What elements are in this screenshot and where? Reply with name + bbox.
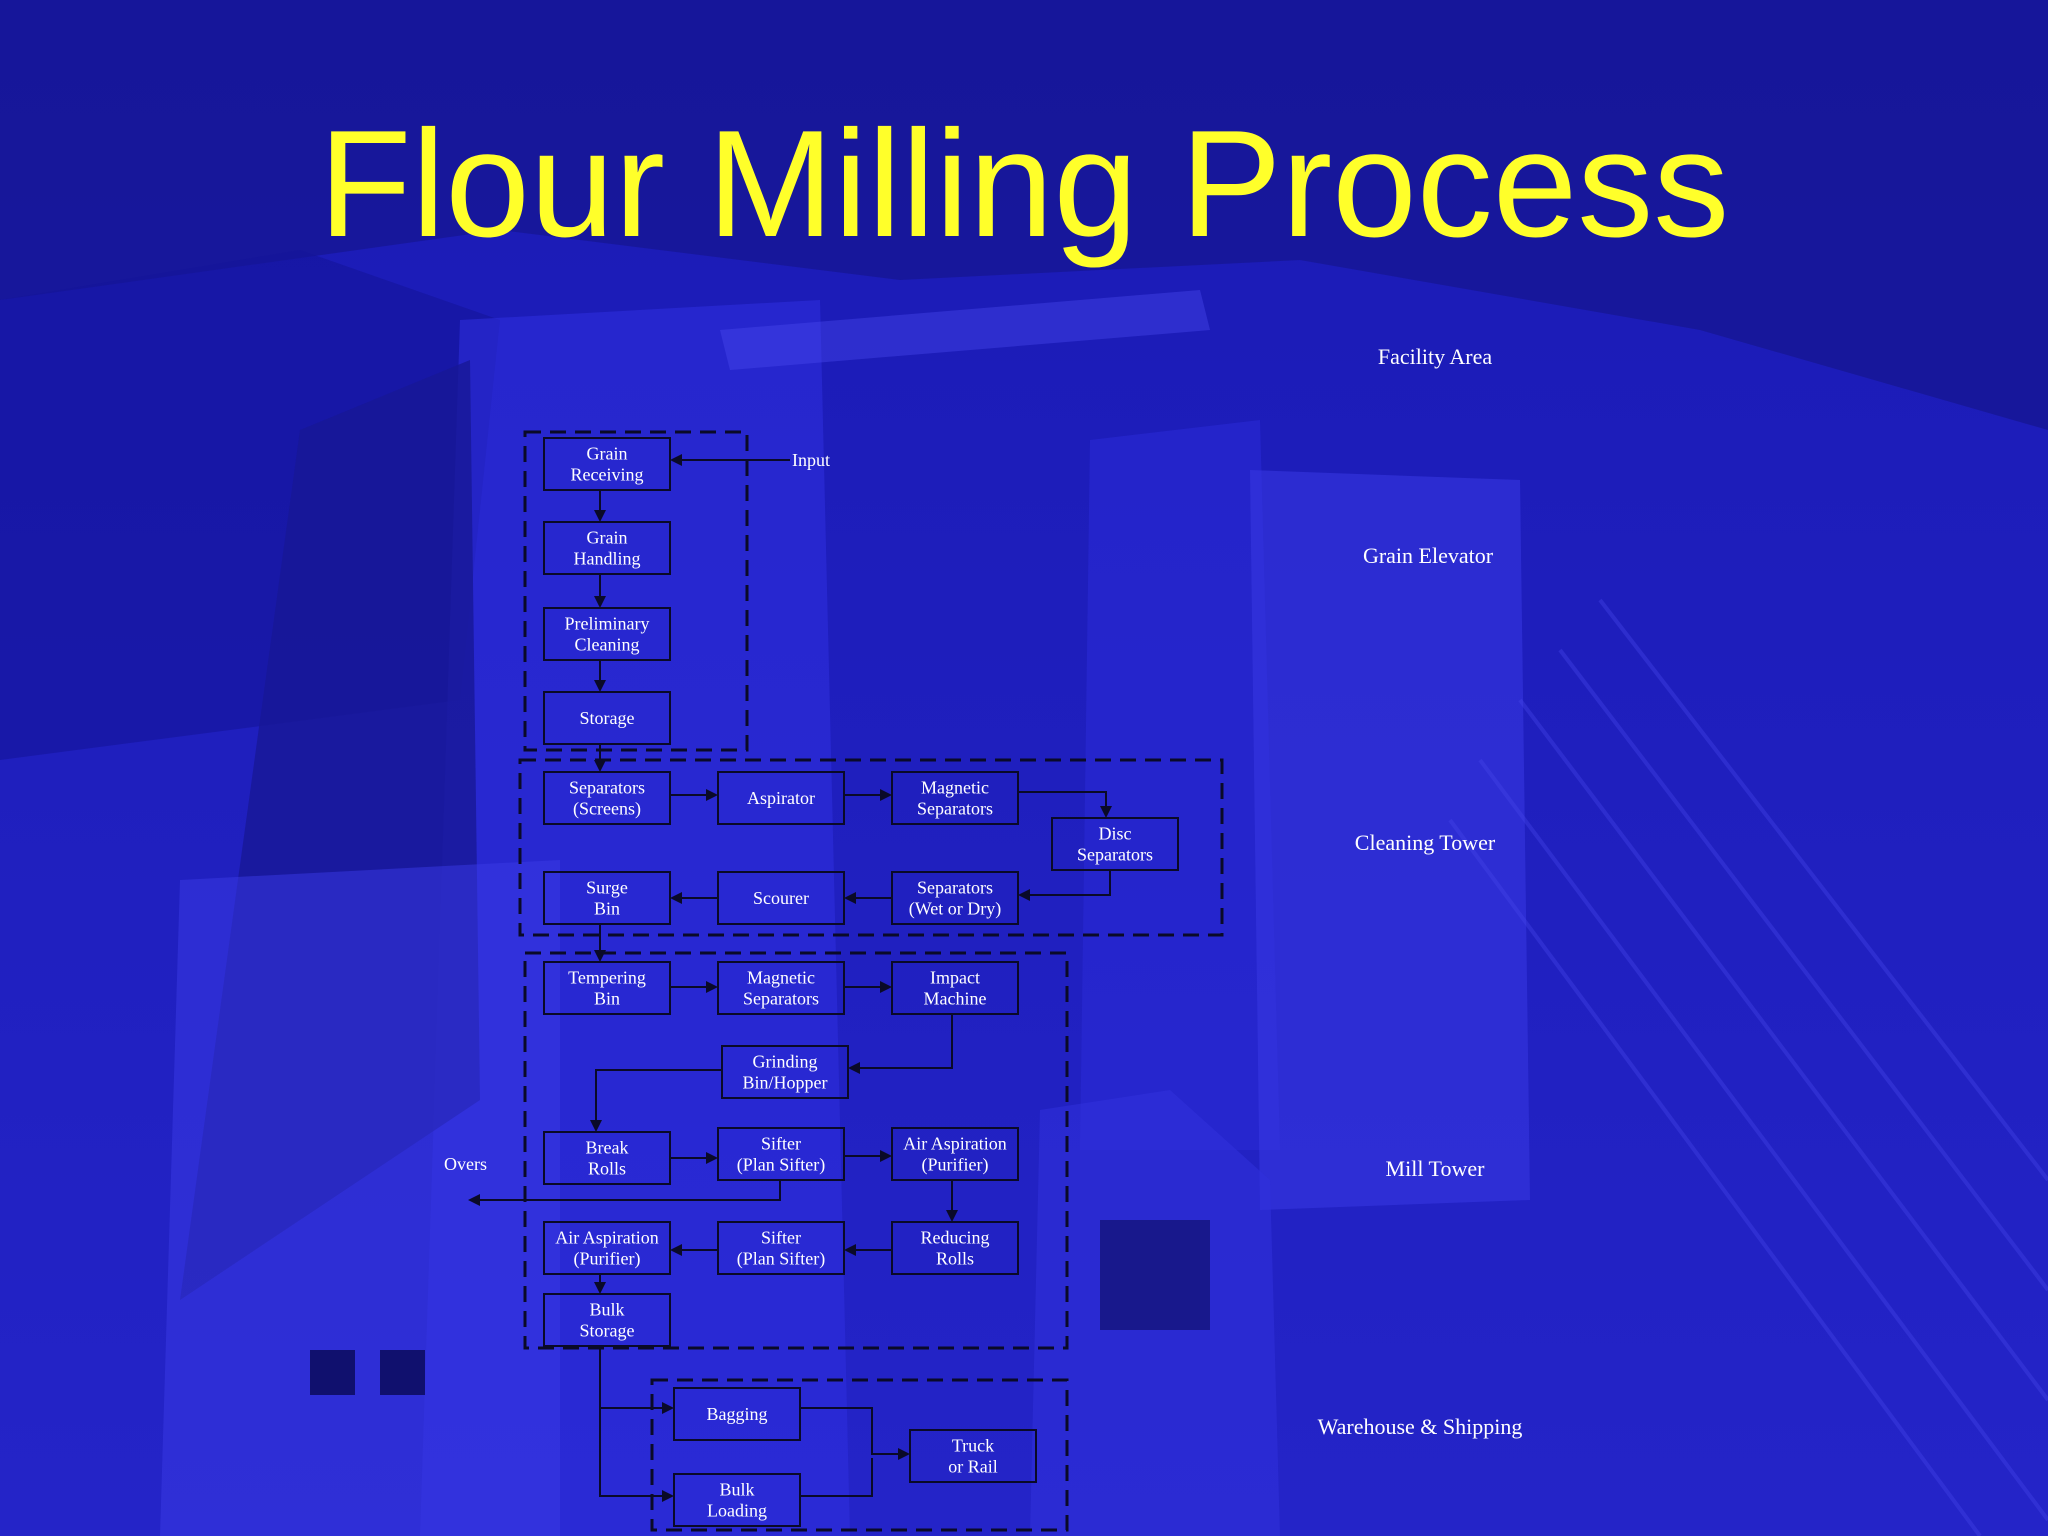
node-label-bulk-storage: Bulk [589,1300,624,1320]
node-storage [543,691,671,745]
node-label-grain-handling: Grain [587,528,628,548]
node-label-bulk-storage: Storage [580,1321,635,1341]
flow-arrow [800,1407,910,1460]
node-label-grain-handling: Handling [574,549,641,569]
node-label-grain-receiving: Grain [587,444,628,464]
node-label-grinding-bin: Grinding [753,1052,818,1072]
node-bulk-storage [543,1293,671,1347]
slide-title: Flour Milling Process [318,99,1730,269]
node-label-storage: Storage [580,708,635,728]
node-bagging [673,1387,801,1441]
flow-arrow [590,1069,722,1132]
area-label-cleaning-tower: Cleaning Tower [1355,830,1496,855]
flow-arrow [468,1180,781,1206]
node-label-preliminary-cleaning: Preliminary [565,614,650,634]
flow-arrow [1018,870,1111,901]
node-label-sifter-1: Sifter [761,1134,801,1154]
flow-arrow [848,1014,953,1074]
flow-arrow [599,1346,674,1414]
node-label-separators-screens: Separators [569,778,645,798]
node-label-break-rolls: Break [586,1138,629,1158]
node-truck-rail [909,1429,1037,1483]
group-grain-elevator [523,430,749,752]
node-label-surge-bin: Surge [586,878,628,898]
node-label-sifter-2: (Plan Sifter) [737,1249,825,1270]
node-label-preliminary-cleaning: Cleaning [575,635,640,655]
node-label-grinding-bin: Bin/Hopper [743,1073,828,1093]
node-label-impact-machine: Impact [930,968,980,988]
node-label-truck-rail: or Rail [948,1457,998,1477]
node-bulk-loading [673,1473,801,1527]
node-disc-separators [1051,817,1179,871]
node-label-sifter-2: Sifter [761,1228,801,1248]
node-label-disc-separators: Separators [1077,845,1153,865]
node-preliminary-cleaning [543,607,671,661]
node-label-disc-separators: Disc [1099,824,1132,844]
node-label-impact-machine: Machine [924,989,987,1009]
node-label-air-aspiration-2: (Purifier) [574,1249,641,1270]
node-label-bagging: Bagging [707,1404,768,1424]
node-label-reducing-rolls: Reducing [921,1228,990,1248]
node-label-surge-bin: Bin [594,899,620,919]
node-label-tempering-bin: Tempering [568,968,646,988]
node-label-tempering-bin: Bin [594,989,620,1009]
node-label-separators-wet-dry: Separators [917,878,993,898]
group-mill-tower [523,951,1069,1350]
node-magnetic-separators-1 [891,771,1019,825]
flow-arrow [599,1400,674,1502]
node-label-bulk-loading: Bulk [719,1480,754,1500]
area-label-mill-tower: Mill Tower [1386,1156,1486,1181]
node-label-air-aspiration-1: (Purifier) [922,1155,989,1176]
group-warehouse [650,1378,1069,1532]
node-label-reducing-rolls: Rolls [936,1249,974,1269]
node-aspirator [717,771,845,825]
flow-arrow [800,1458,873,1497]
area-label-warehouse: Warehouse & Shipping [1318,1414,1523,1439]
area-label-facility: Facility Area [1378,344,1492,369]
node-impact-machine [891,961,1019,1015]
overs-label: Overs [444,1154,487,1174]
area-label-grain-elevator: Grain Elevator [1363,543,1494,568]
group-cleaning-tower [518,758,1224,937]
node-air-aspiration-1 [891,1127,1019,1181]
node-label-bulk-loading: Loading [707,1501,767,1521]
node-grain-handling [543,521,671,575]
node-label-magnetic-separators-1: Magnetic [921,778,989,798]
node-label-magnetic-separators-1: Separators [917,799,993,819]
node-label-air-aspiration-1: Air Aspiration [903,1134,1007,1154]
node-label-scourer: Scourer [753,888,809,908]
node-separators-screens [543,771,671,825]
flow-arrow [1018,791,1112,818]
node-label-break-rolls: Rolls [588,1159,626,1179]
node-label-air-aspiration-2: Air Aspiration [555,1228,659,1248]
node-label-separators-screens: (Screens) [573,799,641,820]
node-label-aspirator: Aspirator [747,788,815,808]
node-label-truck-rail: Truck [952,1436,994,1456]
node-reducing-rolls [891,1221,1019,1275]
node-label-grain-receiving: Receiving [571,465,644,485]
input-label: Input [792,450,830,470]
node-label-sifter-1: (Plan Sifter) [737,1155,825,1176]
node-label-magnetic-separators-2: Magnetic [747,968,815,988]
node-label-magnetic-separators-2: Separators [743,989,819,1009]
node-label-separators-wet-dry: (Wet or Dry) [909,899,1002,920]
